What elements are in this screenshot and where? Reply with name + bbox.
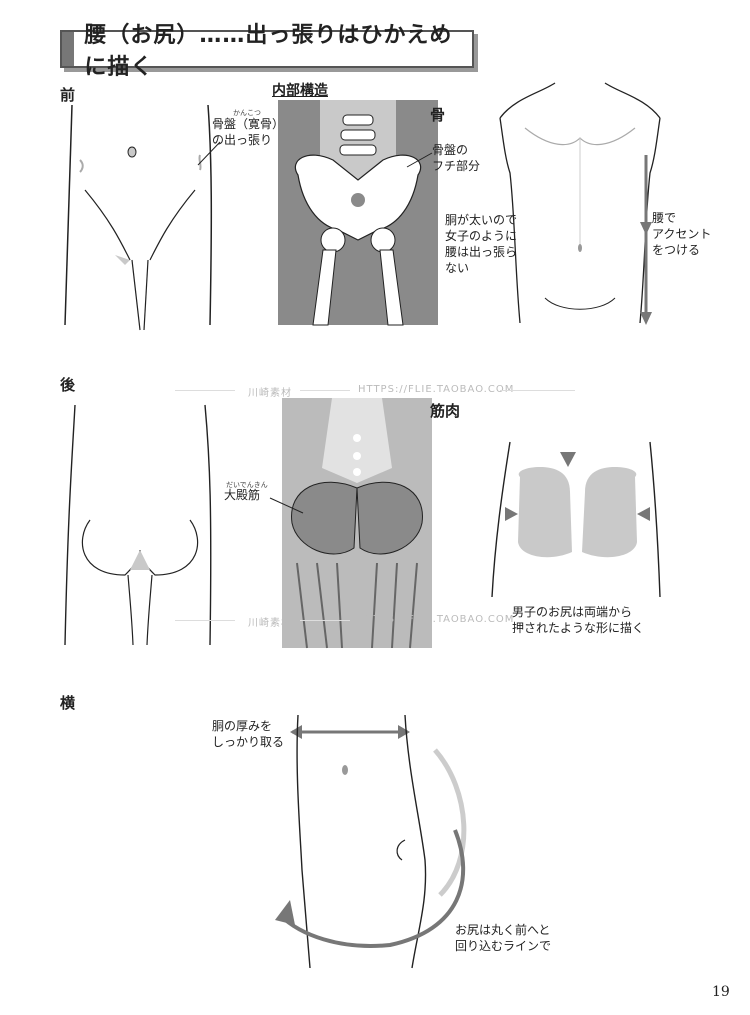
glute-leader-line	[269, 497, 304, 514]
watermark-brand: 川崎素材	[248, 388, 292, 399]
internal-structure-title: 内部構造	[272, 83, 328, 99]
pelvis-note-line2: の出っ張り	[212, 133, 273, 147]
watermark-url: HTTPS://FLIE.TAOBAO.COM	[358, 614, 515, 625]
trunk-note-line1: 胴が太いので	[445, 213, 518, 227]
front-label: 前	[60, 86, 76, 104]
side-hip-illustration	[275, 714, 467, 969]
accent-note-line1: 腰で	[652, 211, 677, 225]
front-hip-illustration	[64, 104, 213, 331]
shape-note-line2: 押されたような形に描く	[512, 621, 645, 635]
watermark-line	[500, 390, 575, 391]
rim-leader-line	[406, 152, 433, 168]
pelvis-ruby: かんこつ	[233, 109, 261, 117]
watermark-line	[300, 390, 350, 391]
curve-note-line2: 回り込むラインで	[455, 939, 552, 953]
back-hip-illustration	[64, 404, 212, 646]
side-label: 横	[60, 694, 76, 712]
pelvis-note-line1: 骨盤（寛骨）	[212, 117, 285, 131]
title-box: 腰（お尻）……出っ張りはひかえめに描く	[60, 23, 474, 80]
muscle-label: 筋肉	[430, 402, 461, 420]
shape-note-line1: 男子のお尻は両端から	[512, 605, 633, 619]
bone-label: 骨	[430, 106, 446, 124]
curve-note-line1: お尻は丸く前へと	[455, 923, 551, 937]
watermark-line	[300, 620, 350, 621]
glute-muscle-illustration	[282, 398, 432, 649]
glute-shape-diagram	[491, 441, 661, 598]
trunk-note-line4: ない	[445, 261, 470, 275]
thickness-note-line2: しっかり取る	[212, 735, 285, 749]
rim-note-line2: フチ部分	[432, 159, 481, 173]
front-torso-illustration	[499, 82, 661, 324]
trunk-note-line3: 腰は出っ張ら	[445, 245, 518, 259]
page-title: 腰（お尻）……出っ張りはひかえめに描く	[84, 23, 453, 80]
accent-note-line2: アクセント	[652, 227, 712, 241]
accent-note-line3: をつける	[652, 243, 701, 257]
watermark-url: HTTPS://FLIE.TAOBAO.COM	[358, 384, 515, 395]
title-tab	[62, 32, 75, 66]
watermark-line	[175, 390, 235, 391]
glute-ruby: だいでんきん	[226, 481, 268, 489]
pelvis-skeleton-illustration	[278, 100, 438, 326]
watermark-brand: 川崎素材	[248, 618, 292, 629]
glute-label: 大殿筋	[224, 488, 261, 502]
watermark-line	[175, 620, 235, 621]
page-number: 19	[712, 984, 730, 1000]
thickness-note-line1: 胴の厚みを	[212, 719, 273, 733]
back-label: 後	[60, 376, 76, 394]
trunk-note-line2: 女子のように	[445, 229, 518, 243]
pelvis-leader-line	[197, 141, 221, 166]
accent-arrow	[640, 155, 652, 325]
rim-note-line1: 骨盤の	[432, 143, 469, 157]
